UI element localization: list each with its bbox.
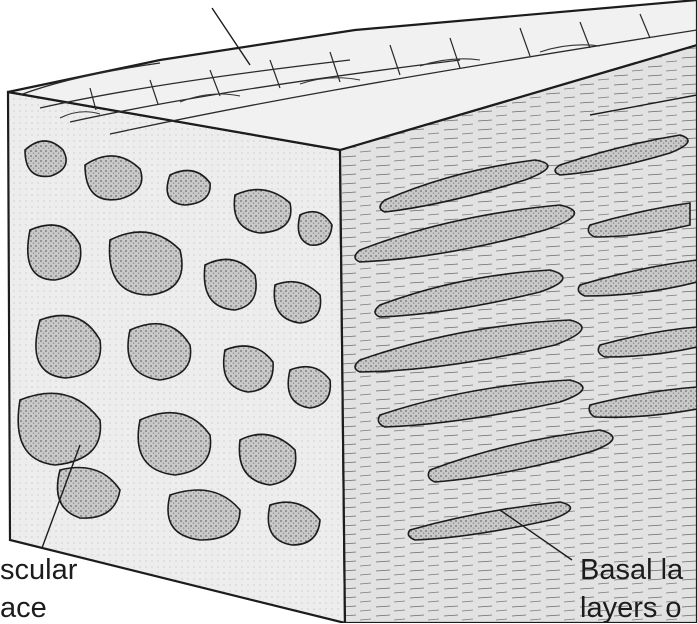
basal-layers-label-line1: Basal la [580, 556, 683, 585]
vascular-space-label-line2: ace [0, 594, 47, 623]
vascular-space-label-line1: scular [0, 556, 77, 585]
basal-layers-label-line2: layers o [580, 594, 682, 623]
